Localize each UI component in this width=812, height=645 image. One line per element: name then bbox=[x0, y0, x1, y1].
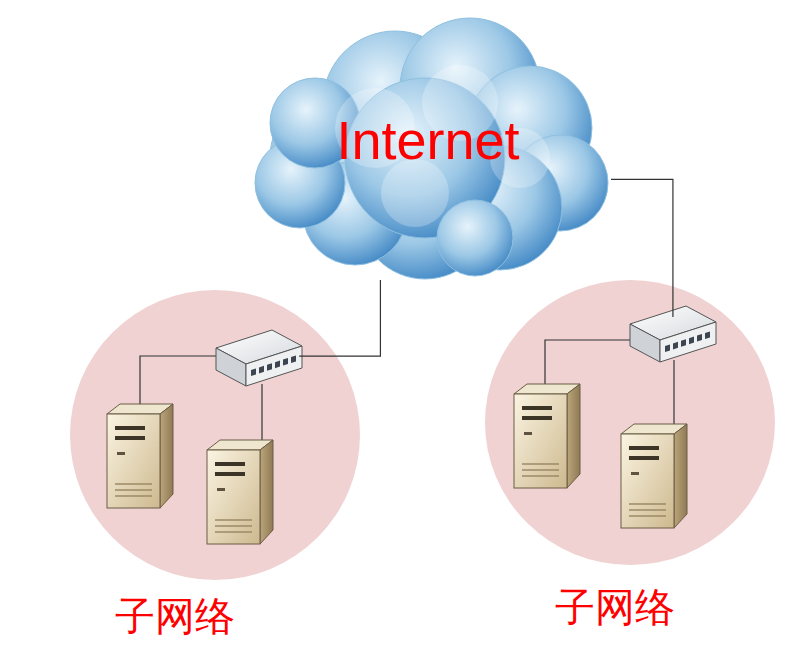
server bbox=[207, 440, 273, 544]
cloud-label: Internet bbox=[336, 113, 519, 175]
network-switch bbox=[630, 306, 716, 362]
network-link bbox=[611, 179, 673, 317]
internet-cloud: Internet bbox=[245, 8, 611, 280]
subnet-label-holder: 子网络 bbox=[115, 594, 235, 638]
server bbox=[621, 424, 687, 528]
server bbox=[107, 404, 173, 508]
subnet-label-holder: 子网络 bbox=[555, 585, 675, 629]
network-switch bbox=[216, 330, 302, 386]
network-link bbox=[299, 280, 380, 356]
server bbox=[514, 384, 580, 488]
subnet-circle: 子网络 bbox=[70, 290, 360, 580]
subnet-circle: 子网络 bbox=[485, 280, 775, 565]
subnet-label: 子网络 bbox=[555, 584, 675, 630]
subnet-label: 子网络 bbox=[115, 593, 235, 639]
